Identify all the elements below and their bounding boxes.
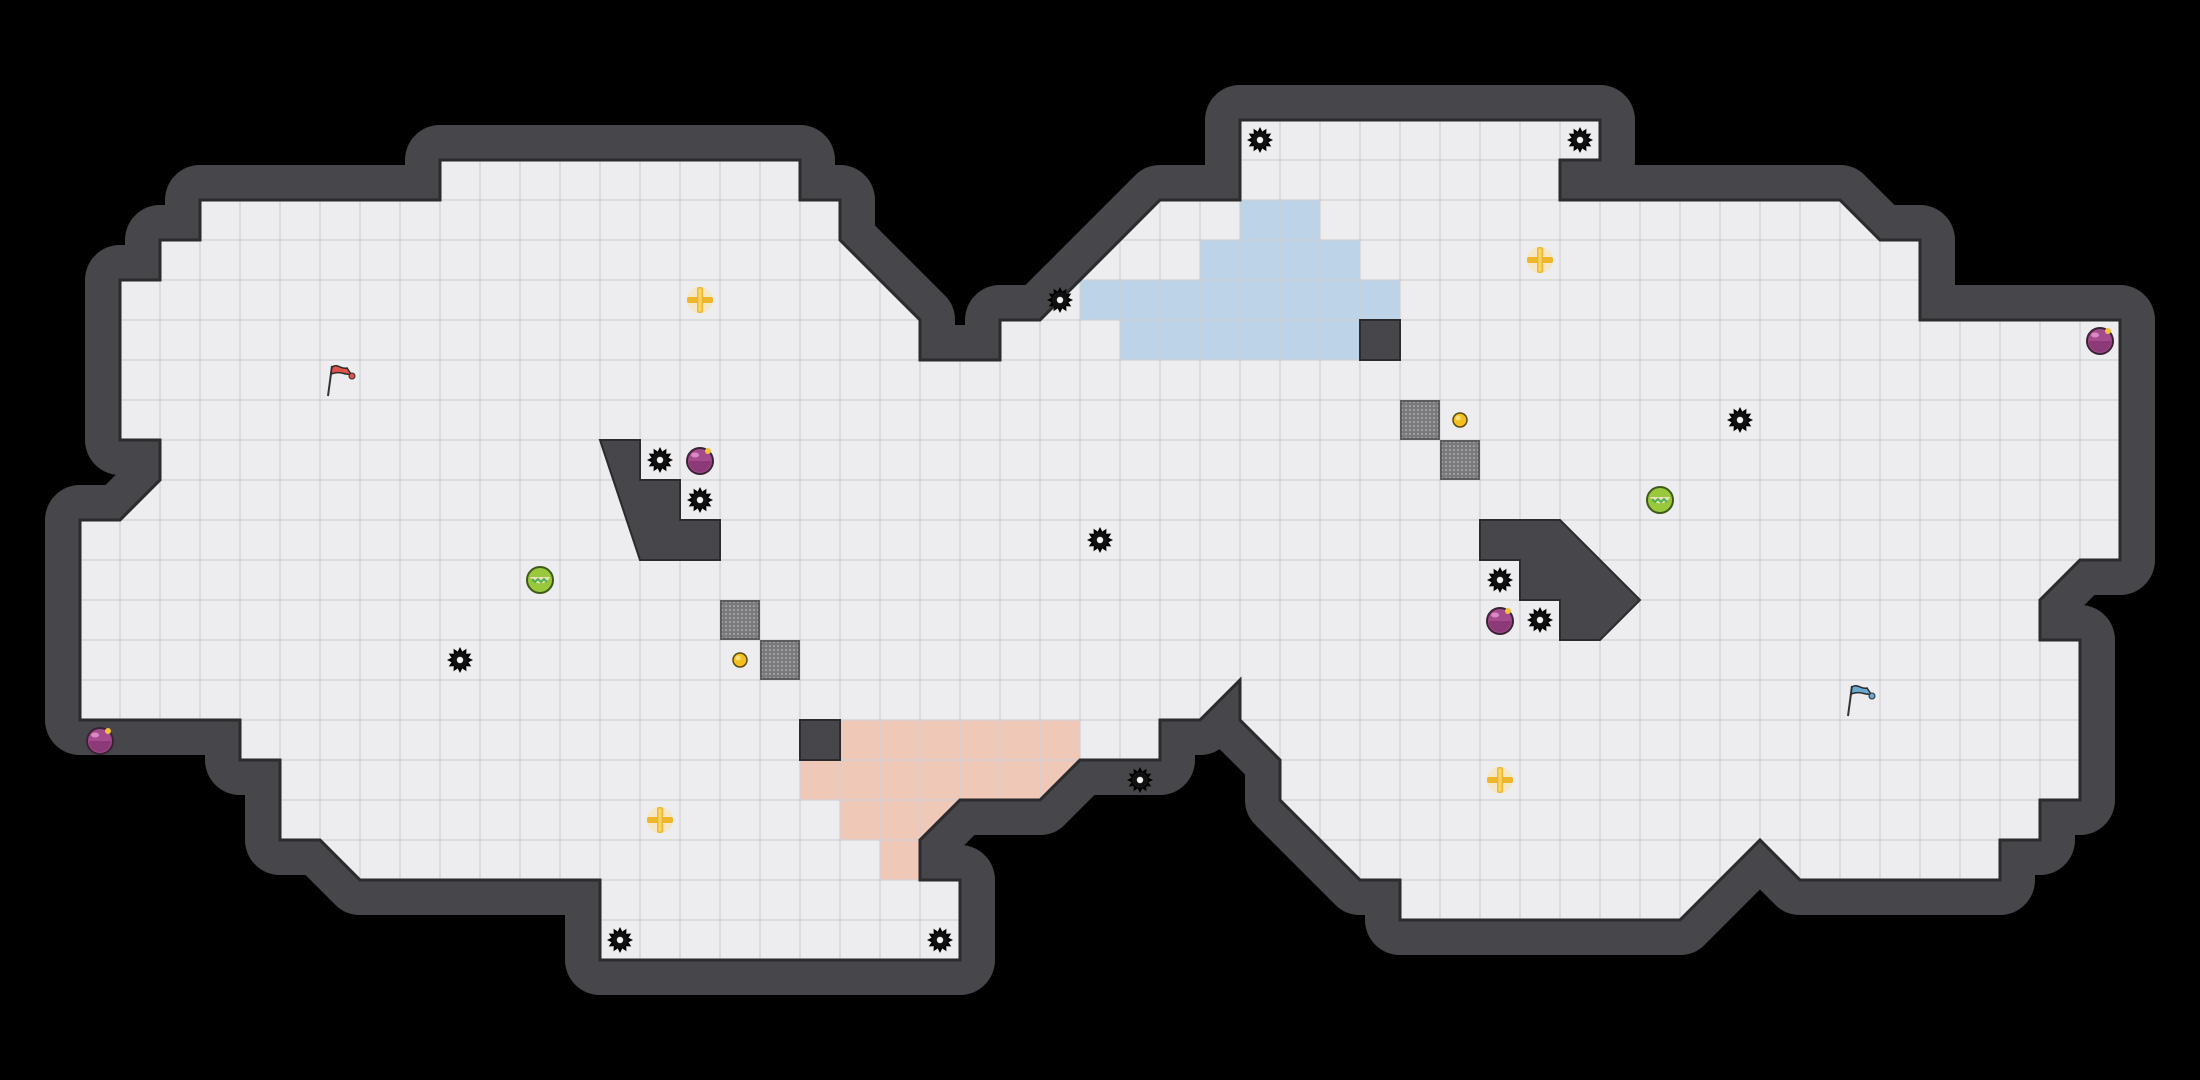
spike-icon xyxy=(1247,127,1273,153)
spike-icon xyxy=(447,647,473,673)
powerup-icon xyxy=(647,807,673,833)
inner-wall xyxy=(799,719,841,761)
spike-icon xyxy=(647,447,673,473)
boost-pad-icon xyxy=(1646,486,1674,514)
spike-icon xyxy=(927,927,953,953)
spike-icon xyxy=(687,487,713,513)
spike-icon xyxy=(1487,567,1513,593)
metal-gate-icon xyxy=(1400,400,1440,440)
inner-wall xyxy=(1479,519,1642,641)
inner-wall xyxy=(598,439,721,561)
bomb-icon xyxy=(1486,607,1514,635)
button-icon xyxy=(732,652,748,668)
spike-icon xyxy=(1567,127,1593,153)
metal-gate-icon xyxy=(1440,440,1480,480)
bomb-icon xyxy=(2086,327,2114,355)
button-icon xyxy=(1452,412,1468,428)
inner-wall xyxy=(1359,319,1401,361)
powerup-icon xyxy=(1527,247,1553,273)
floor-edge xyxy=(78,118,2122,962)
metal-gate-icon xyxy=(760,640,800,680)
map-items xyxy=(86,127,2114,953)
blue-flag-icon xyxy=(1847,685,1876,717)
spike-icon xyxy=(1527,607,1553,633)
spike-icon xyxy=(607,927,633,953)
bomb-icon xyxy=(86,727,114,755)
spike-icon xyxy=(1127,767,1153,793)
boost-pad-icon xyxy=(526,566,554,594)
powerup-icon xyxy=(1487,767,1513,793)
spike-icon xyxy=(1727,407,1753,433)
metal-gate-icon xyxy=(720,600,760,640)
spike-icon xyxy=(1047,287,1073,313)
powerup-icon xyxy=(687,287,713,313)
red-flag-icon xyxy=(327,365,356,397)
bomb-icon xyxy=(686,447,714,475)
inner-walls xyxy=(598,319,1642,761)
spike-icon xyxy=(1087,527,1113,553)
